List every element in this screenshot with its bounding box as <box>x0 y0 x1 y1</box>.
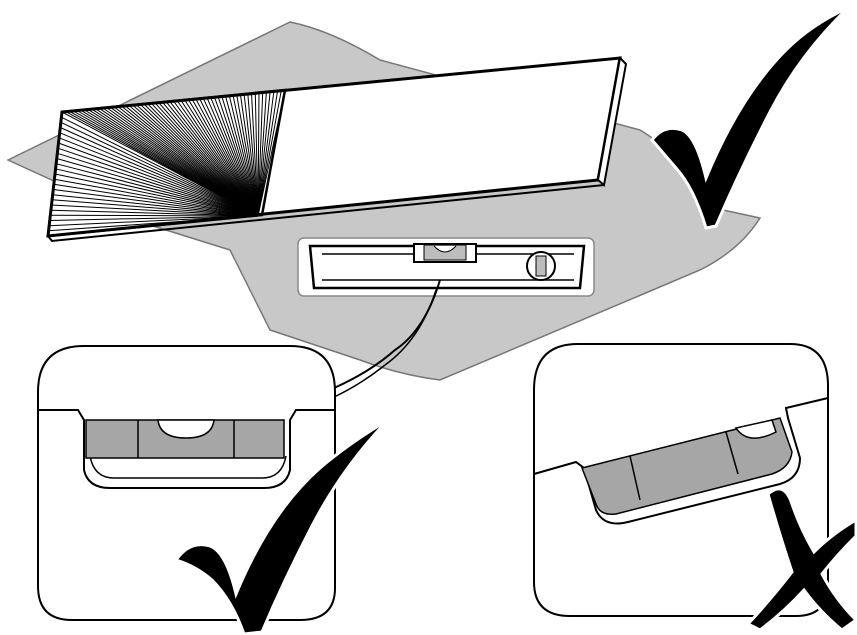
fan-line <box>52 199 259 217</box>
fan-line <box>53 183 259 217</box>
zoom-leader-line-inner <box>331 289 437 399</box>
fan-line <box>48 215 259 232</box>
fan-line <box>202 97 259 217</box>
fan-line <box>243 93 259 217</box>
fan-pattern <box>47 89 286 237</box>
zoom-panel-correct <box>37 345 336 621</box>
fan-line <box>60 121 259 217</box>
fan-line <box>49 215 259 221</box>
fan-line <box>187 99 259 217</box>
fan-line <box>49 215 259 227</box>
fan-line <box>257 92 260 217</box>
fan-line <box>257 91 275 217</box>
zoom-incorrect-bubble <box>734 419 777 439</box>
cross-icon <box>745 487 857 632</box>
fan-line <box>195 98 259 217</box>
fan-line <box>254 92 259 217</box>
zoom-correct-base <box>89 455 287 479</box>
fan-line <box>199 98 259 217</box>
zoom-panel-incorrect <box>533 343 829 617</box>
zoom-incorrect-vial-mark-left <box>629 455 641 501</box>
fan-line <box>180 100 259 217</box>
fan-line <box>57 147 259 217</box>
fan-line <box>213 96 259 217</box>
fan-line <box>47 215 259 237</box>
fan-line <box>257 90 282 217</box>
fan-line <box>58 142 259 217</box>
fan-line <box>56 163 259 217</box>
fan-line <box>60 127 259 217</box>
device-bottom-edge <box>47 184 605 243</box>
fan-line <box>53 189 259 217</box>
checkmark-icon <box>173 418 390 635</box>
fan-line <box>50 209 259 217</box>
level-bubble <box>433 245 457 253</box>
fan-line <box>173 100 259 217</box>
fan-line <box>150 102 259 217</box>
fan-line <box>54 173 259 217</box>
level-body <box>308 244 586 290</box>
fan-line <box>232 94 259 217</box>
spirit-level <box>297 237 595 297</box>
zoom-correct-surface <box>38 409 335 489</box>
fan-line <box>257 92 264 217</box>
fan-line <box>251 93 259 217</box>
fan-line <box>57 152 259 217</box>
zoom-incorrect-surface <box>533 397 829 525</box>
device-panel <box>46 55 628 243</box>
zoom-incorrect-vial-mark-right <box>725 431 739 475</box>
fan-line <box>61 116 259 217</box>
fan-line <box>51 204 259 217</box>
fan-line <box>221 96 259 217</box>
fan-line <box>228 95 259 217</box>
fan-line <box>162 101 259 217</box>
fan-line <box>52 194 259 217</box>
fan-line <box>257 90 279 217</box>
fan-line <box>236 94 259 217</box>
fan-line <box>58 137 259 217</box>
fan-line <box>239 94 259 217</box>
zoom-panel-correct-frame <box>37 345 336 621</box>
fan-line <box>184 99 259 217</box>
fan-line <box>257 91 267 217</box>
fan-line <box>257 89 286 217</box>
zoom-incorrect-vial <box>580 417 793 516</box>
fan-line <box>56 158 259 217</box>
level-round-vial-fill <box>535 255 547 277</box>
fan-line <box>59 132 259 217</box>
fan-line <box>54 178 259 217</box>
zoom-correct-bubble <box>157 419 215 439</box>
fan-line <box>217 96 259 217</box>
fan-line <box>257 91 271 217</box>
fan-line <box>165 101 259 217</box>
fan-line <box>206 97 259 217</box>
fan-line <box>176 100 259 217</box>
fan-line <box>50 214 259 217</box>
fan-line <box>158 102 259 217</box>
fan-line <box>55 168 259 217</box>
fan-line <box>247 93 259 217</box>
fan-line <box>191 98 259 217</box>
fan-line <box>225 95 259 217</box>
checkmark-icon <box>650 6 850 230</box>
fan-line <box>210 97 259 217</box>
fan-line <box>169 101 259 217</box>
